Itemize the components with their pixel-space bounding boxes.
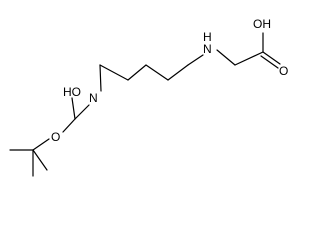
bond-chain-1 [99,64,129,81]
bond-ch2-carboxyl [234,51,264,66]
bond-chain-nh [187,54,204,66]
atom-label-o-acid: O [279,64,288,78]
bond-carbonyl-n [74,104,90,120]
bond-carbonyl-ho [71,97,76,120]
bond-chain-3 [145,64,169,81]
bond-tbu-o [32,138,50,151]
bonds [9,32,281,177]
atom-label-h-amine: H [203,30,212,44]
bond-carboxyl-o-b [260,55,279,69]
atom-label-n-amine: N [203,42,212,56]
atom-label-o-ester: O [51,130,60,144]
bond-nh-ch2 [216,49,236,66]
atom-label-n-carbamate: N [89,91,98,105]
atom-label-oh-acid: OH [253,17,271,31]
bond-n-chain [99,64,102,92]
bond-chain-4 [167,64,189,81]
bond-carboxyl-o-a [262,51,281,65]
bond-chain-2 [127,64,147,81]
bond-o-carbonyl [62,118,76,133]
atom-label-ho-carbamate: HO [63,85,81,99]
bond-tbu-c3 [32,149,48,171]
atom-labels: OH O N H HO N O [51,17,288,144]
structure-canvas: OH O N H HO N O [9,17,288,177]
